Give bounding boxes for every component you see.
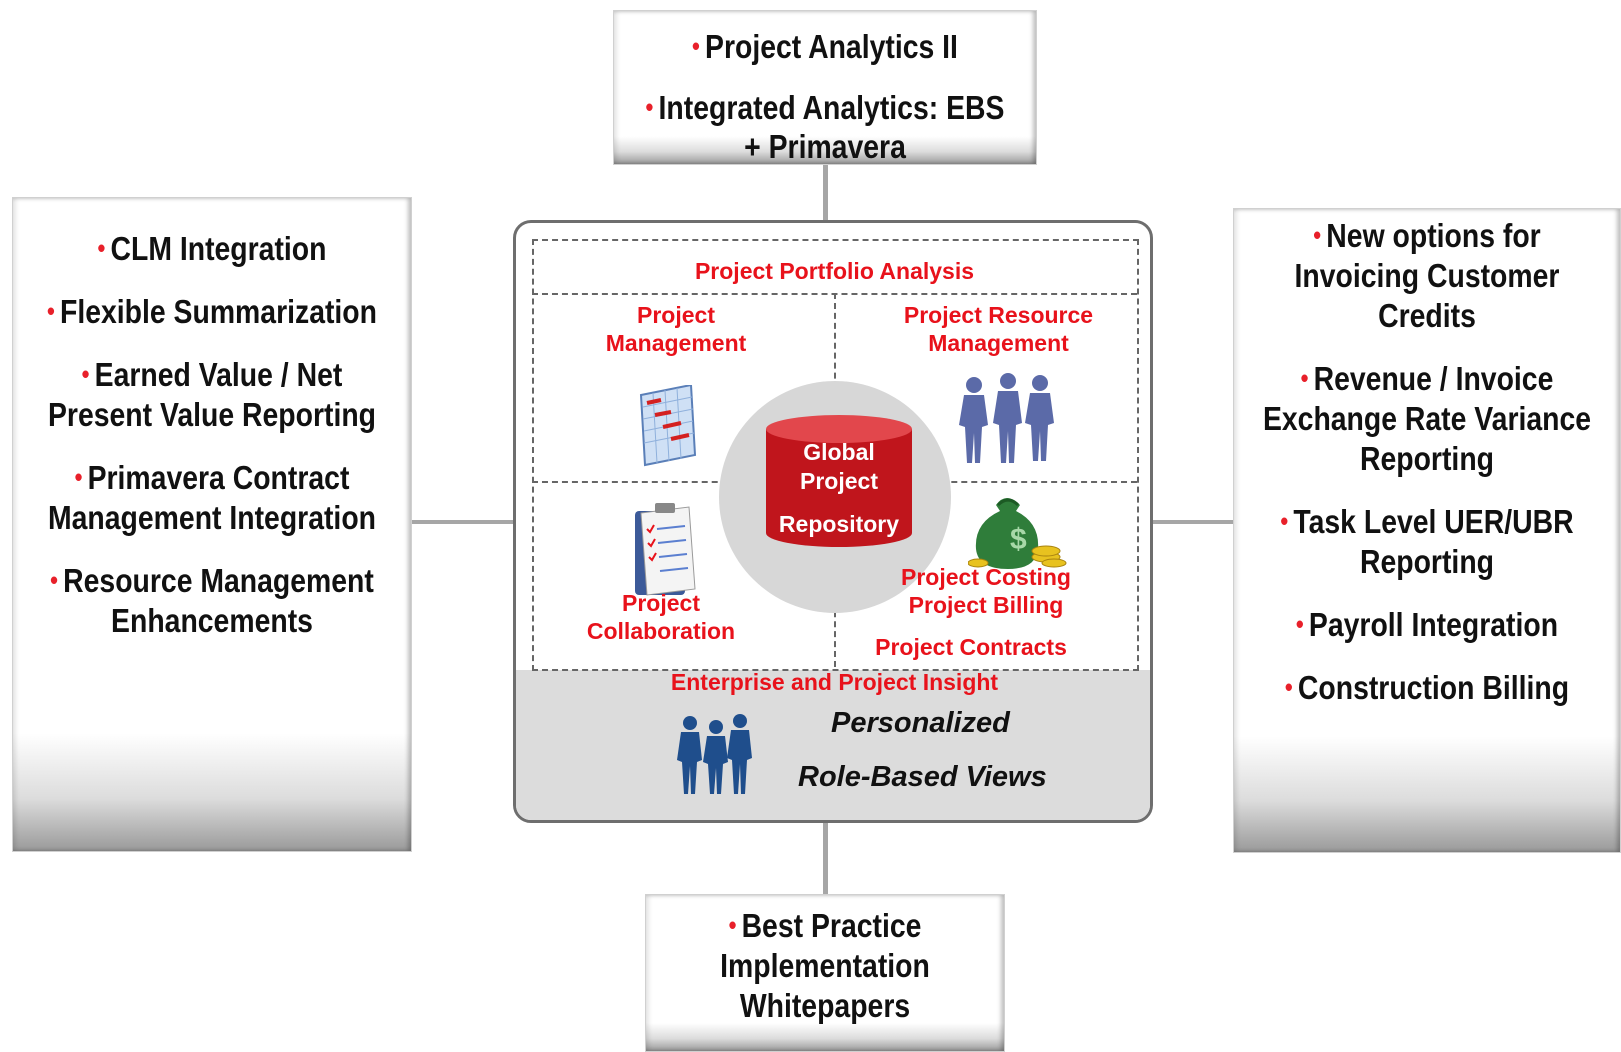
feature-item-text: New options for Invoicing Customer Credi… bbox=[1294, 217, 1560, 334]
portfolio-label: Project Portfolio Analysis bbox=[694, 258, 975, 284]
bullet-icon: • bbox=[1295, 609, 1304, 639]
project-billing-label: Project Billing bbox=[908, 592, 1064, 618]
bottom-feature-list: •Best Practice Implementation Whitepaper… bbox=[646, 905, 1004, 1026]
bullet-icon: • bbox=[81, 359, 90, 389]
bullet-icon: • bbox=[50, 565, 58, 595]
feature-item: •Best Practice Implementation Whitepaper… bbox=[671, 905, 979, 1026]
right-feature-list: •New options for Invoicing Customer Cred… bbox=[1234, 215, 1620, 708]
bullet-icon: • bbox=[645, 92, 654, 122]
feature-item-text: Construction Billing bbox=[1297, 669, 1570, 706]
bullet-icon: • bbox=[1280, 506, 1289, 536]
insight-panel bbox=[516, 670, 1150, 820]
feature-item-text: Primavera Contract Management Integratio… bbox=[48, 459, 376, 536]
bullet-icon: • bbox=[692, 31, 700, 61]
feature-item: •New options for Invoicing Customer Cred… bbox=[1261, 215, 1593, 336]
insight-label: Enterprise and Project Insight bbox=[670, 669, 999, 695]
bullet-icon: • bbox=[74, 462, 83, 492]
gantt-chart-icon bbox=[639, 385, 697, 467]
top-feature-box: •Project Analytics II•Integrated Analyti… bbox=[613, 10, 1037, 165]
project-contracts-label: Project Contracts bbox=[875, 634, 1067, 660]
project-collaboration-label: Project Collaboration bbox=[586, 590, 736, 644]
dashed-frame bbox=[532, 239, 1139, 671]
repository-label-line3: Repository bbox=[778, 511, 900, 537]
feature-item-text: Earned Value / Net Present Value Reporti… bbox=[47, 356, 377, 433]
bullet-icon: • bbox=[1300, 363, 1309, 393]
repository-label-line2: Project bbox=[800, 468, 878, 494]
right-feature-box: •New options for Invoicing Customer Cred… bbox=[1233, 208, 1621, 853]
feature-item: •CLM Integration bbox=[41, 228, 383, 269]
bullet-icon: • bbox=[1313, 220, 1322, 250]
resource-management-label: Project Resource Management bbox=[903, 302, 1094, 356]
feature-item: •Flexible Summarization bbox=[41, 291, 383, 332]
repository-label-line1: Global bbox=[803, 439, 875, 465]
bullet-icon: • bbox=[47, 296, 55, 326]
feature-item-text: Best Practice Implementation Whitepapers bbox=[720, 907, 930, 1024]
project-costing-label: Project Costing bbox=[901, 564, 1071, 590]
feature-item: •Revenue / Invoice Exchange Rate Varianc… bbox=[1261, 358, 1593, 479]
bullet-icon: • bbox=[728, 910, 737, 940]
feature-item: •Earned Value / Net Present Value Report… bbox=[41, 354, 383, 435]
feature-item: •Integrated Analytics: EBS + Primavera bbox=[644, 88, 1007, 166]
left-feature-box: •CLM Integration•Flexible Summarization•… bbox=[12, 197, 412, 852]
repository-label: Global Project Repository bbox=[764, 438, 914, 539]
feature-item-text: Flexible Summarization bbox=[59, 293, 377, 330]
bullet-icon: • bbox=[97, 233, 106, 263]
people-silhouettes-icon bbox=[959, 373, 1054, 463]
feature-item-text: CLM Integration bbox=[110, 230, 327, 267]
feature-item-text: Task Level UER/UBR Reporting bbox=[1293, 503, 1574, 580]
money-bag-icon: $ bbox=[968, 498, 1067, 569]
connector-top bbox=[823, 165, 828, 223]
connector-right bbox=[1151, 520, 1235, 524]
feature-item-text: Payroll Integration bbox=[1308, 606, 1559, 643]
connector-bottom bbox=[823, 822, 828, 894]
bottom-feature-box: •Best Practice Implementation Whitepaper… bbox=[645, 894, 1005, 1052]
feature-item-text: Integrated Analytics: EBS + Primavera bbox=[658, 89, 1005, 165]
feature-item: •Resource Management Enhancements bbox=[41, 560, 383, 641]
top-feature-list: •Project Analytics II•Integrated Analyti… bbox=[614, 27, 1036, 166]
feature-item: •Primavera Contract Management Integrati… bbox=[41, 457, 383, 538]
project-management-label: Project Management bbox=[605, 302, 747, 356]
connector-left bbox=[412, 520, 515, 524]
svg-text:$: $ bbox=[1010, 523, 1027, 556]
feature-item: •Project Analytics II bbox=[644, 27, 1007, 66]
feature-item: •Construction Billing bbox=[1261, 667, 1593, 708]
checklist-clipboard-icon bbox=[635, 503, 696, 596]
feature-item-text: Resource Management Enhancements bbox=[63, 562, 374, 639]
feature-item: •Payroll Integration bbox=[1261, 604, 1593, 645]
bullet-icon: • bbox=[1284, 672, 1293, 702]
role-people-icon bbox=[677, 714, 752, 794]
left-feature-list: •CLM Integration•Flexible Summarization•… bbox=[13, 228, 411, 641]
database-cylinder-icon bbox=[766, 415, 912, 547]
feature-item-text: Project Analytics II bbox=[705, 28, 958, 65]
center-diagram: Project Portfolio Analysis Project Manag… bbox=[513, 220, 1153, 823]
feature-item: •Task Level UER/UBR Reporting bbox=[1261, 501, 1593, 582]
feature-item-text: Revenue / Invoice Exchange Rate Variance… bbox=[1262, 360, 1592, 477]
views-label-line1: Personalized bbox=[831, 707, 1010, 739]
views-label-line2: Role-Based Views bbox=[798, 761, 1047, 793]
